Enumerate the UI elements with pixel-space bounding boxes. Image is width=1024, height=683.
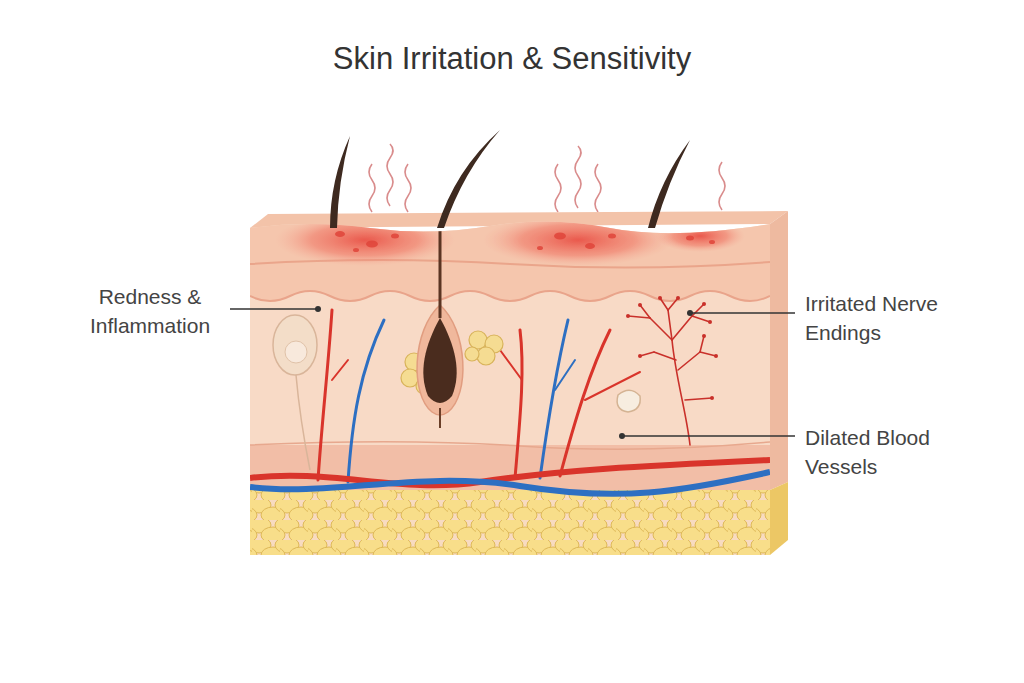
skin-front-face xyxy=(250,200,770,560)
skin-side-face xyxy=(770,211,788,490)
part-label: Irritated Nerve Endings xyxy=(805,289,955,348)
leader-dots xyxy=(315,306,693,439)
part-label: Dilated Blood Vessels xyxy=(805,423,955,482)
hair-shafts xyxy=(330,130,690,228)
fat-side-face xyxy=(770,482,788,555)
part-label: Redness & Inflammation xyxy=(70,282,230,341)
diagram-title: Skin Irritation & Sensitivity xyxy=(0,40,1024,77)
leader-lines xyxy=(230,309,795,436)
